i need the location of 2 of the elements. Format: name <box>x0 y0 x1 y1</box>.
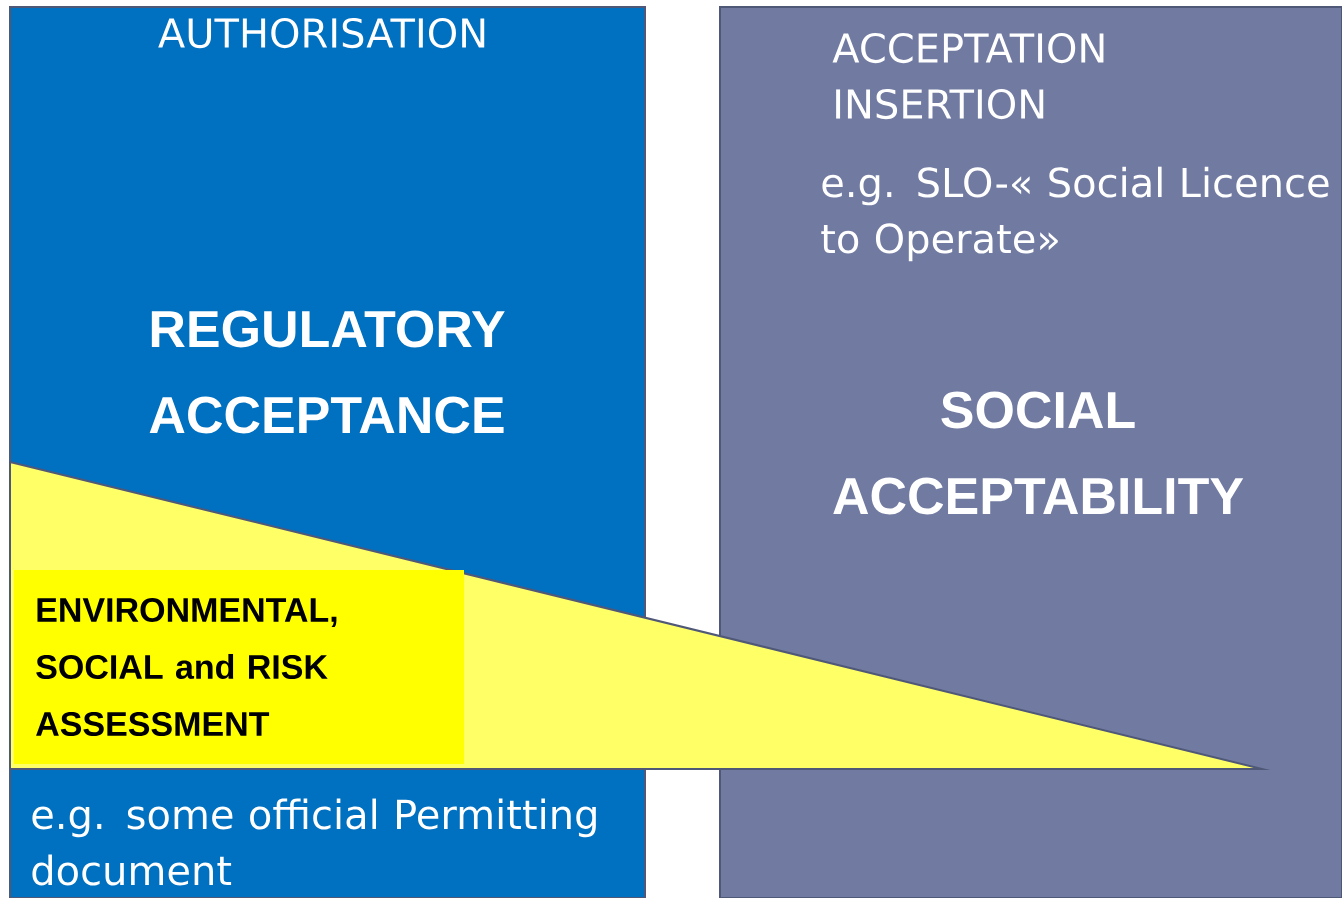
panel: ACCEPTATION INSERTION e.g. SLO-« Social Licence to Operate» SOCIAL ACCEPTABILITY <box>719 6 1342 898</box>
label-box: ENVIRONMENTAL, SOCIAL and RISK ASSESSMENT <box>14 570 464 764</box>
